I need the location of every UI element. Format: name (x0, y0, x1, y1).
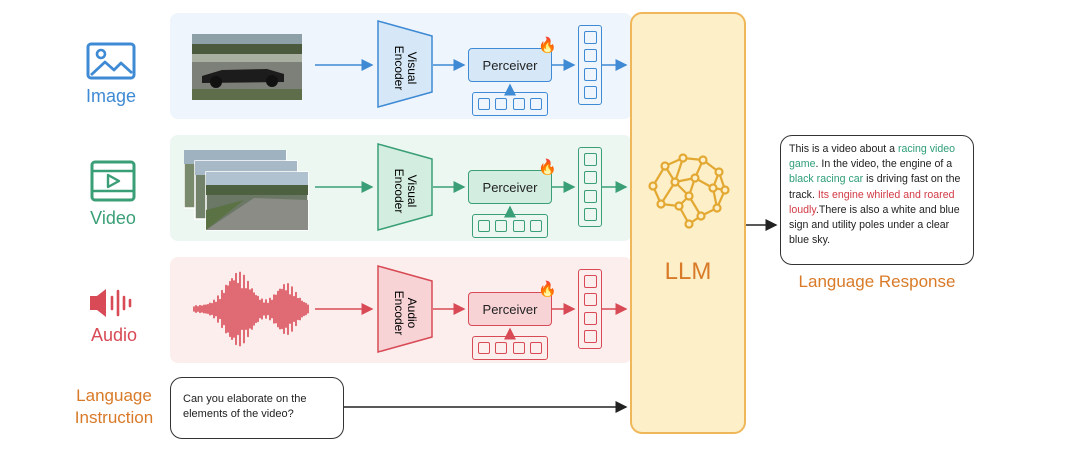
audio-encoder (377, 265, 433, 353)
response-segment: racing video game (789, 143, 956, 171)
language-response-label: Language Response (798, 272, 956, 291)
image-learnable-queries (472, 92, 548, 116)
image-visual-encoder (377, 20, 433, 108)
audio-output-tokens (578, 269, 602, 349)
language-instruction-box: Can you elaborate on the elements of the… (170, 377, 344, 439)
response-segment: is driving fast on the track. (789, 173, 961, 201)
audio-label: Audio (90, 325, 138, 345)
llm-label: LLM (664, 258, 712, 285)
response-segment: . In the video, the engine of a (815, 158, 953, 171)
response-segment: black racing car (789, 173, 864, 186)
video-output-tokens (578, 147, 602, 227)
racing-image-thumbnail (192, 34, 302, 100)
response-segment: This is a video about a (789, 143, 898, 155)
audio-learnable-queries (472, 336, 548, 360)
audio-waveform (193, 271, 309, 347)
video-icon (90, 160, 136, 202)
image-output-tokens (578, 25, 602, 105)
response-segment: Its engine whirled and roared loudly (789, 188, 955, 216)
video-perceiver: Perceiver (468, 170, 552, 204)
fire-icon: 🔥 (538, 281, 557, 298)
audio-perceiver: Perceiver (468, 292, 552, 326)
video-visual-encoder (377, 143, 433, 231)
language-instruction-label: Language Instruction (74, 386, 154, 427)
fire-icon: 🔥 (538, 37, 557, 54)
response-segment: .There is also a white and blue sign and… (789, 203, 960, 247)
video-frames-thumbnail (184, 150, 309, 231)
brain-network-icon (648, 153, 730, 229)
video-label: Video (90, 208, 136, 228)
image-icon (86, 42, 136, 80)
image-perceiver: Perceiver (468, 48, 552, 82)
image-label: Image (85, 86, 137, 106)
language-response-box: This is a video about a racing video gam… (780, 135, 974, 265)
language-instruction-text: Can you elaborate on the elements of the… (183, 393, 307, 420)
fire-icon: 🔥 (538, 159, 557, 176)
audio-icon (90, 289, 132, 317)
